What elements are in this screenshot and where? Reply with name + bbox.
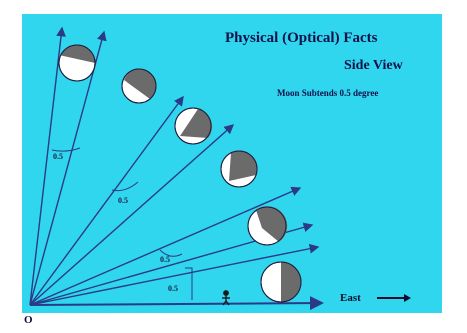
origin-label: O [24, 314, 33, 326]
observer-icon [222, 290, 230, 306]
sight-line [29, 124, 235, 306]
diagram-note: Moon Subtends 0.5 degree [277, 88, 379, 98]
moon-phase [220, 150, 258, 188]
angle-arc [185, 267, 193, 300]
angle-arc [51, 147, 81, 152]
arrow-right-icon [377, 294, 411, 302]
angle-label: 0.5 [118, 196, 128, 205]
diagram-title: Physical (Optical) Facts [225, 30, 378, 46]
angle-label: 0.5 [53, 152, 63, 161]
sight-line [29, 26, 66, 306]
horizon-line [29, 296, 324, 311]
angle-label: 0.5 [160, 255, 170, 264]
sight-line [29, 243, 320, 306]
direction-label: East [340, 292, 361, 304]
angle-arc [111, 181, 139, 192]
moon-phase [247, 206, 288, 246]
moon-phase [260, 261, 302, 303]
sight-line [29, 186, 302, 306]
diagram-subtitle: Side View [344, 58, 403, 73]
sight-line [29, 30, 107, 306]
angle-label: 0.5 [168, 284, 178, 293]
moon-phase [121, 68, 157, 104]
moon-phase [174, 107, 213, 145]
moon-phase [58, 44, 96, 82]
sight-line [29, 95, 184, 306]
angle-arc [159, 249, 183, 257]
